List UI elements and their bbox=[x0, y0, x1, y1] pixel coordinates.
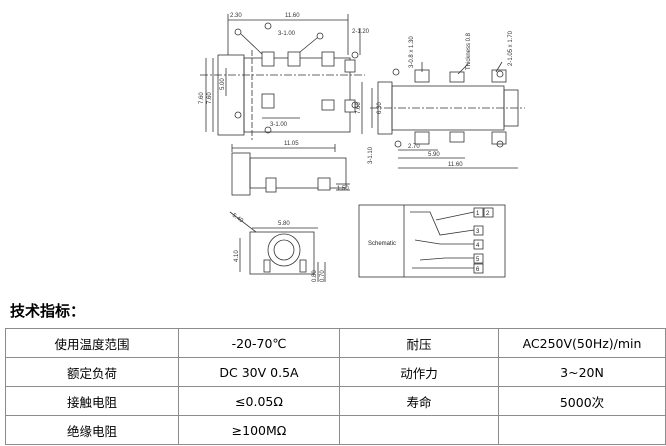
pin-label: 1 bbox=[476, 211, 480, 217]
spec-value: DC 30V 0.5A bbox=[178, 357, 340, 387]
dim-rv-b4: 3-1.10 bbox=[368, 146, 374, 164]
right-view bbox=[361, 61, 525, 169]
spec-label: 额定负荷 bbox=[5, 357, 179, 387]
table-row: 接触电阻 ≤0.05Ω 寿命 5000次 bbox=[5, 386, 666, 416]
spec-value: ≤0.05Ω bbox=[178, 386, 340, 416]
dim-left-h2: 7.60 bbox=[207, 92, 213, 104]
schematic-label: Schematic bbox=[368, 241, 396, 247]
dim-front-s2: 0.70 bbox=[320, 270, 326, 282]
dim-side-h: 1.50 bbox=[337, 186, 349, 192]
dim-rv-b2: 5.90 bbox=[428, 152, 440, 158]
table-row: 额定负荷 DC 30V 0.5A 动作力 3~20N bbox=[5, 357, 666, 387]
dim-front-w: 5.80 bbox=[278, 221, 290, 227]
dim-top-w2: 11.60 bbox=[285, 13, 300, 19]
dim-front-s1: 0.80 bbox=[312, 270, 318, 282]
spec-value: -20-70℃ bbox=[178, 328, 340, 358]
pin-label: 2 bbox=[486, 211, 490, 217]
pin-label: 4 bbox=[476, 243, 480, 249]
dim-front-d: 5.40 bbox=[231, 213, 245, 225]
spec-value bbox=[498, 415, 666, 445]
dim-top-w3: 3-1.00 bbox=[278, 31, 296, 37]
dim-rv-v1: 7.60 bbox=[356, 102, 362, 114]
dim-rv-h2: 2-1.05 x 1.70 bbox=[508, 30, 514, 66]
pin-label: 6 bbox=[476, 267, 480, 273]
spec-label bbox=[339, 415, 499, 445]
spec-heading: 技术指标： bbox=[10, 302, 86, 320]
spec-label: 使用温度范围 bbox=[5, 328, 179, 358]
spec-value: ≥100MΩ bbox=[178, 415, 340, 445]
dim-rv-b3: 11.60 bbox=[448, 162, 463, 168]
spec-value: 3~20N bbox=[498, 357, 666, 387]
spec-label: 寿命 bbox=[339, 386, 499, 416]
spec-label: 动作力 bbox=[339, 357, 499, 387]
dim-rv-h1: 3-0.8 x 1.30 bbox=[409, 36, 415, 68]
spec-label: 耐压 bbox=[339, 328, 499, 358]
dim-bottom-3: 3-1.00 bbox=[270, 122, 288, 128]
technical-drawing: 2.30 11.60 3-1.00 2-1.20 7.60 7.60 5.00 … bbox=[199, 13, 525, 282]
table-row: 绝缘电阻 ≥100MΩ bbox=[5, 415, 666, 445]
dim-rv-v2: 6.30 bbox=[377, 102, 383, 114]
top-view bbox=[200, 14, 365, 140]
schematic bbox=[358, 204, 506, 278]
spec-value: AC250V(50Hz)/min bbox=[498, 328, 666, 358]
front-view bbox=[229, 211, 326, 282]
dim-rv-thk: Thickness 0.8 bbox=[466, 32, 472, 70]
table-row: 使用温度范围 -20-70℃ 耐压 AC250V(50Hz)/min bbox=[5, 328, 666, 358]
spec-label: 接触电阻 bbox=[5, 386, 179, 416]
pin-label: 5 bbox=[476, 257, 480, 263]
dim-side-len: 11.05 bbox=[284, 141, 299, 147]
dim-top-gap: 2-1.20 bbox=[352, 29, 370, 35]
side-view bbox=[231, 144, 350, 196]
dim-rv-b1: 2.70 bbox=[408, 144, 420, 150]
dim-left-h3: 5.00 bbox=[220, 78, 226, 90]
spec-table: 使用温度范围 -20-70℃ 耐压 AC250V(50Hz)/min 额定负荷 … bbox=[5, 328, 666, 445]
pin-label: 3 bbox=[476, 229, 480, 235]
spec-label: 绝缘电阻 bbox=[5, 415, 179, 445]
dim-left-h1: 7.60 bbox=[199, 92, 205, 104]
dim-top-w1: 2.30 bbox=[230, 13, 242, 19]
dim-front-h: 4.10 bbox=[234, 250, 240, 262]
spec-value: 5000次 bbox=[498, 386, 666, 416]
